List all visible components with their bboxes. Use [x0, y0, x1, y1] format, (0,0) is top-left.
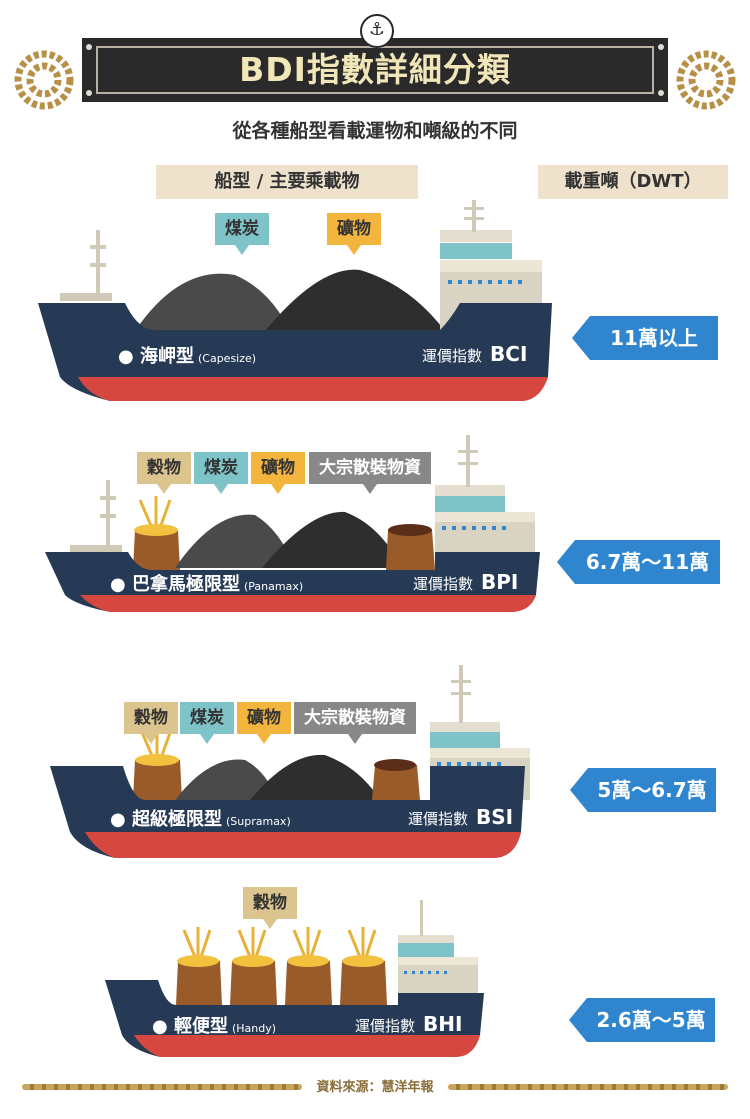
cargo-tag-grain: 穀物	[124, 702, 178, 744]
ship-name-supramax: ● 超級極限型(Supramax)	[110, 809, 291, 830]
source-credit: 資料來源：慧洋年報	[316, 1080, 434, 1095]
cargo-tag-bulk: 大宗散裝物資	[294, 702, 416, 744]
rivet-icon	[86, 44, 92, 50]
page-subtitle: 從各種船型看載運物和噸級的不同	[232, 120, 518, 142]
ship-name-capesize: ● 海岬型(Capesize)	[118, 346, 257, 367]
dwt-capesize: 11萬以上	[572, 316, 718, 360]
page-title: BDI指數詳細分類	[239, 50, 511, 89]
rope-left-decoration	[14, 50, 74, 110]
rivet-icon	[86, 90, 92, 96]
dwt-supramax: 5萬～6.7萬	[570, 768, 716, 812]
rope-right-decoration	[676, 50, 736, 110]
ship-supramax-illustration	[50, 665, 530, 858]
header-ship-type: 船型 / 主要乘載物	[156, 165, 418, 199]
cargo-tag-ore: 礦物	[237, 702, 291, 744]
ship-capesize-illustration	[38, 200, 552, 401]
cargo-tag-grain: 穀物	[137, 452, 191, 494]
ship-name-panamax: ● 巴拿馬極限型(Panamax)	[110, 574, 304, 595]
cargo-tag-bulk: 大宗散裝物資	[309, 452, 431, 494]
cargo-tag-ore: 礦物	[327, 213, 381, 255]
header-dwt: 載重噸（DWT）	[538, 165, 728, 199]
cargo-tag-grain: 穀物	[243, 887, 297, 929]
anchor-icon: ⚓	[360, 14, 394, 48]
ship-name-handy: ● 輕便型(Handy)	[152, 1016, 277, 1037]
cargo-tag-coal: 煤炭	[194, 452, 248, 494]
ship-panamax-illustration	[45, 435, 540, 612]
footer-rope-right	[448, 1084, 728, 1090]
cargo-tag-coal: 煤炭	[180, 702, 234, 744]
cargo-tag-ore: 礦物	[251, 452, 305, 494]
footer-rope-left	[22, 1084, 302, 1090]
dwt-panamax: 6.7萬～11萬	[557, 540, 720, 584]
rivet-icon	[658, 44, 664, 50]
title-banner	[82, 38, 668, 102]
dwt-handy: 2.6萬～5萬	[569, 998, 715, 1042]
cargo-tag-coal: 煤炭	[215, 213, 269, 255]
ship-handy-illustration	[105, 900, 484, 1057]
rivet-icon	[658, 90, 664, 96]
